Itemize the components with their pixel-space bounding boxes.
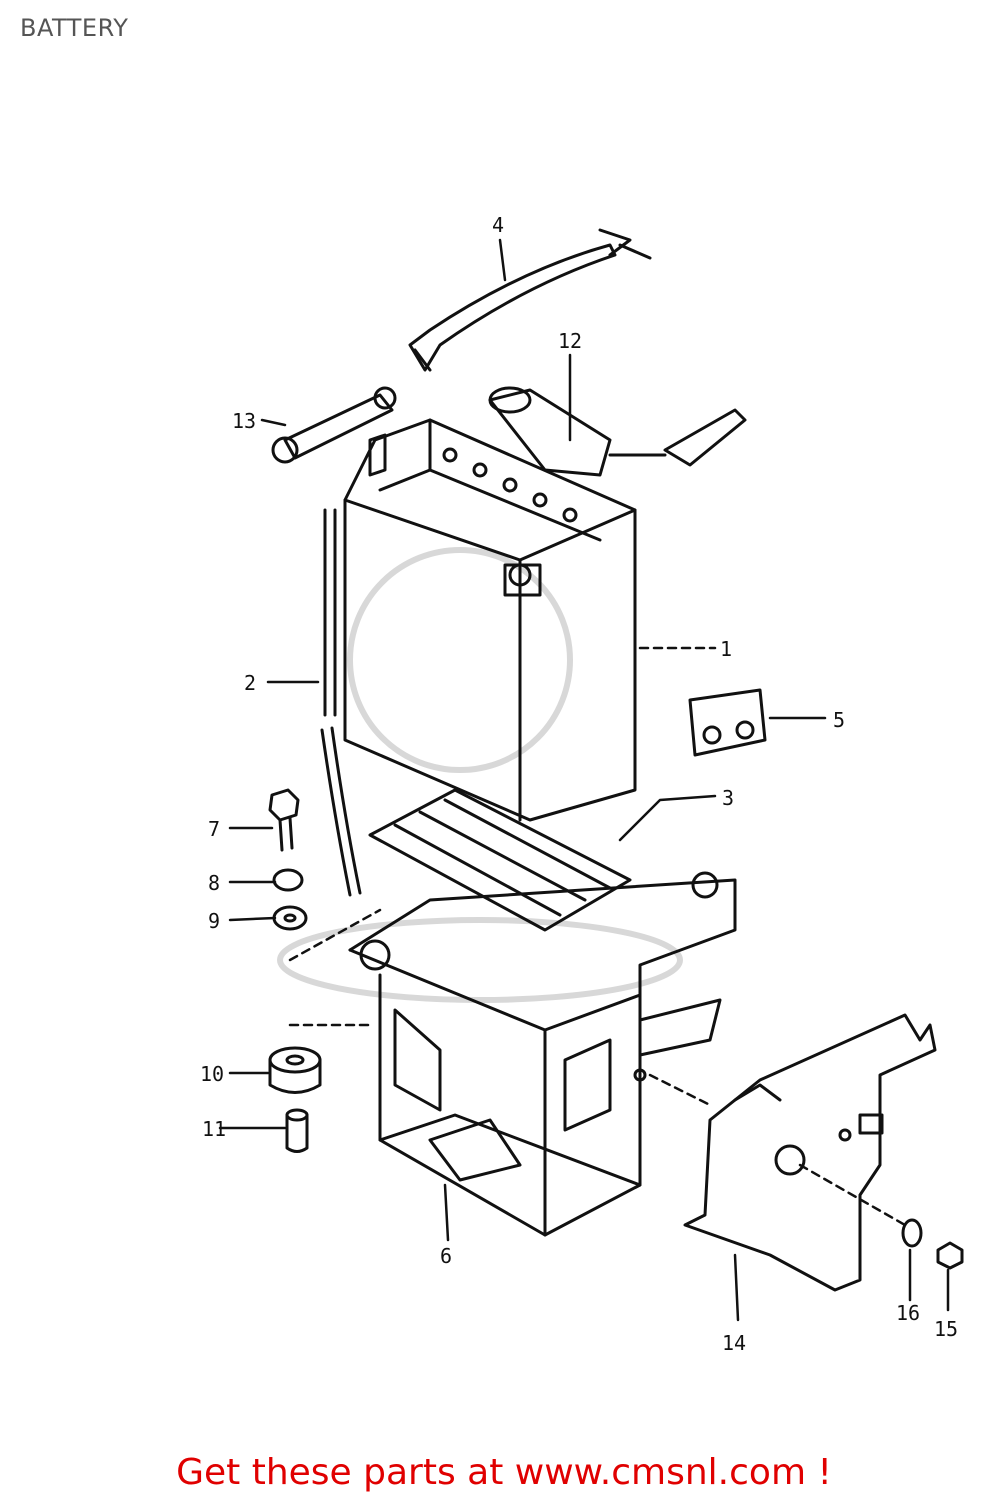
callout-13: 13 xyxy=(232,409,256,433)
part-terminal-cable xyxy=(271,386,397,464)
footer-prefix: Get these parts at xyxy=(176,1452,504,1493)
watermark-logo xyxy=(277,547,683,1003)
part-battery-mat xyxy=(368,788,632,932)
callout-4: 4 xyxy=(492,213,504,237)
part-collar xyxy=(285,1108,309,1153)
part-mounting-plate xyxy=(683,1013,937,1292)
callout-labels: 1 2 3 4 5 6 7 8 9 10 11 12 13 14 15 16 xyxy=(200,213,958,1355)
part-breather-tube xyxy=(320,508,362,897)
callout-8: 8 xyxy=(208,871,220,895)
part-battery-case xyxy=(348,871,737,1237)
part-bolt xyxy=(268,788,300,852)
part-nut xyxy=(936,1241,964,1270)
callout-14: 14 xyxy=(722,1331,746,1355)
part-battery xyxy=(343,418,637,822)
footer-suffix: ! xyxy=(817,1452,832,1493)
callout-7: 7 xyxy=(208,817,220,841)
part-lock-washer xyxy=(272,868,304,892)
callout-11: 11 xyxy=(202,1117,226,1141)
footer-link[interactable]: www.cmsnl.com xyxy=(514,1452,807,1493)
part-cushion xyxy=(268,1046,322,1094)
callout-1: 1 xyxy=(720,637,732,661)
page-title: BATTERY xyxy=(20,14,129,42)
callout-3: 3 xyxy=(722,786,734,810)
callout-12: 12 xyxy=(558,329,582,353)
callout-6: 6 xyxy=(440,1244,452,1268)
callout-5: 5 xyxy=(833,708,845,732)
part-bracket-clip xyxy=(688,688,767,757)
part-terminal-cover xyxy=(488,386,747,477)
callout-2: 2 xyxy=(244,671,256,695)
footer-promo: Get these parts at www.cmsnl.com ! xyxy=(0,1452,1008,1493)
part-battery-strap xyxy=(408,228,652,372)
leader-lines xyxy=(218,238,950,1322)
callout-10: 10 xyxy=(200,1062,224,1086)
callout-15: 15 xyxy=(934,1317,958,1341)
part-plain-washer xyxy=(901,1218,923,1248)
part-washer xyxy=(272,905,308,931)
callout-16: 16 xyxy=(896,1301,920,1325)
callout-9: 9 xyxy=(208,909,220,933)
